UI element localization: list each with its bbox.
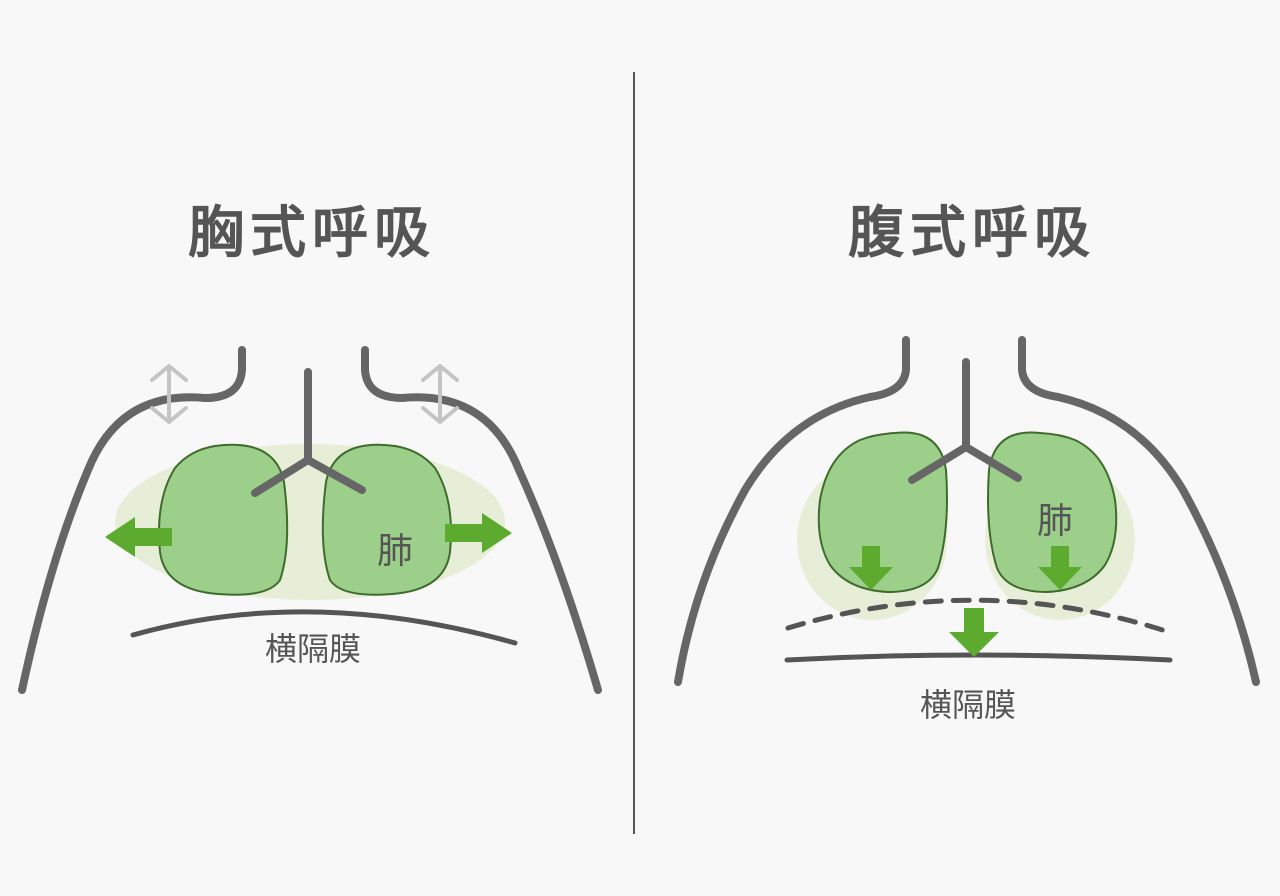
right-lung-left (817, 431, 948, 594)
arrow-left-icon (105, 517, 172, 557)
diaphragm-label-left: 横隔膜 (264, 630, 361, 668)
right-panel (674, 336, 1260, 686)
up-down-arrow-icon (421, 364, 459, 424)
left-torso-outline (18, 346, 246, 694)
panel-divider (633, 72, 635, 834)
left-diaphragm-line (130, 609, 518, 646)
right-diaphragm-line (784, 652, 1173, 663)
left-trachea (251, 368, 366, 497)
lung-label-left: 肺 (376, 531, 413, 572)
left-lung-left (158, 443, 289, 596)
up-down-arrow-icon (150, 364, 188, 424)
arrow-down-icon (849, 546, 893, 590)
abdominal-breathing-title: 腹式呼吸 (848, 201, 1096, 266)
chest-breathing-title: 胸式呼吸 (188, 201, 436, 266)
lung-label-right: 肺 (1036, 501, 1073, 542)
right-torso-outline (674, 336, 910, 686)
left-torso-outline-right (361, 346, 602, 694)
right-trachea (908, 358, 1022, 484)
right-torso-outline-right (1018, 336, 1260, 686)
arrow-down-icon (949, 608, 999, 657)
right-diaphragm-dashed-line (785, 597, 1175, 636)
arrow-right-icon (445, 513, 512, 553)
right-lung-right (987, 431, 1118, 594)
left-panel (18, 346, 602, 694)
arrow-down-icon (1038, 546, 1082, 590)
diaphragm-label-right: 横隔膜 (919, 686, 1016, 724)
